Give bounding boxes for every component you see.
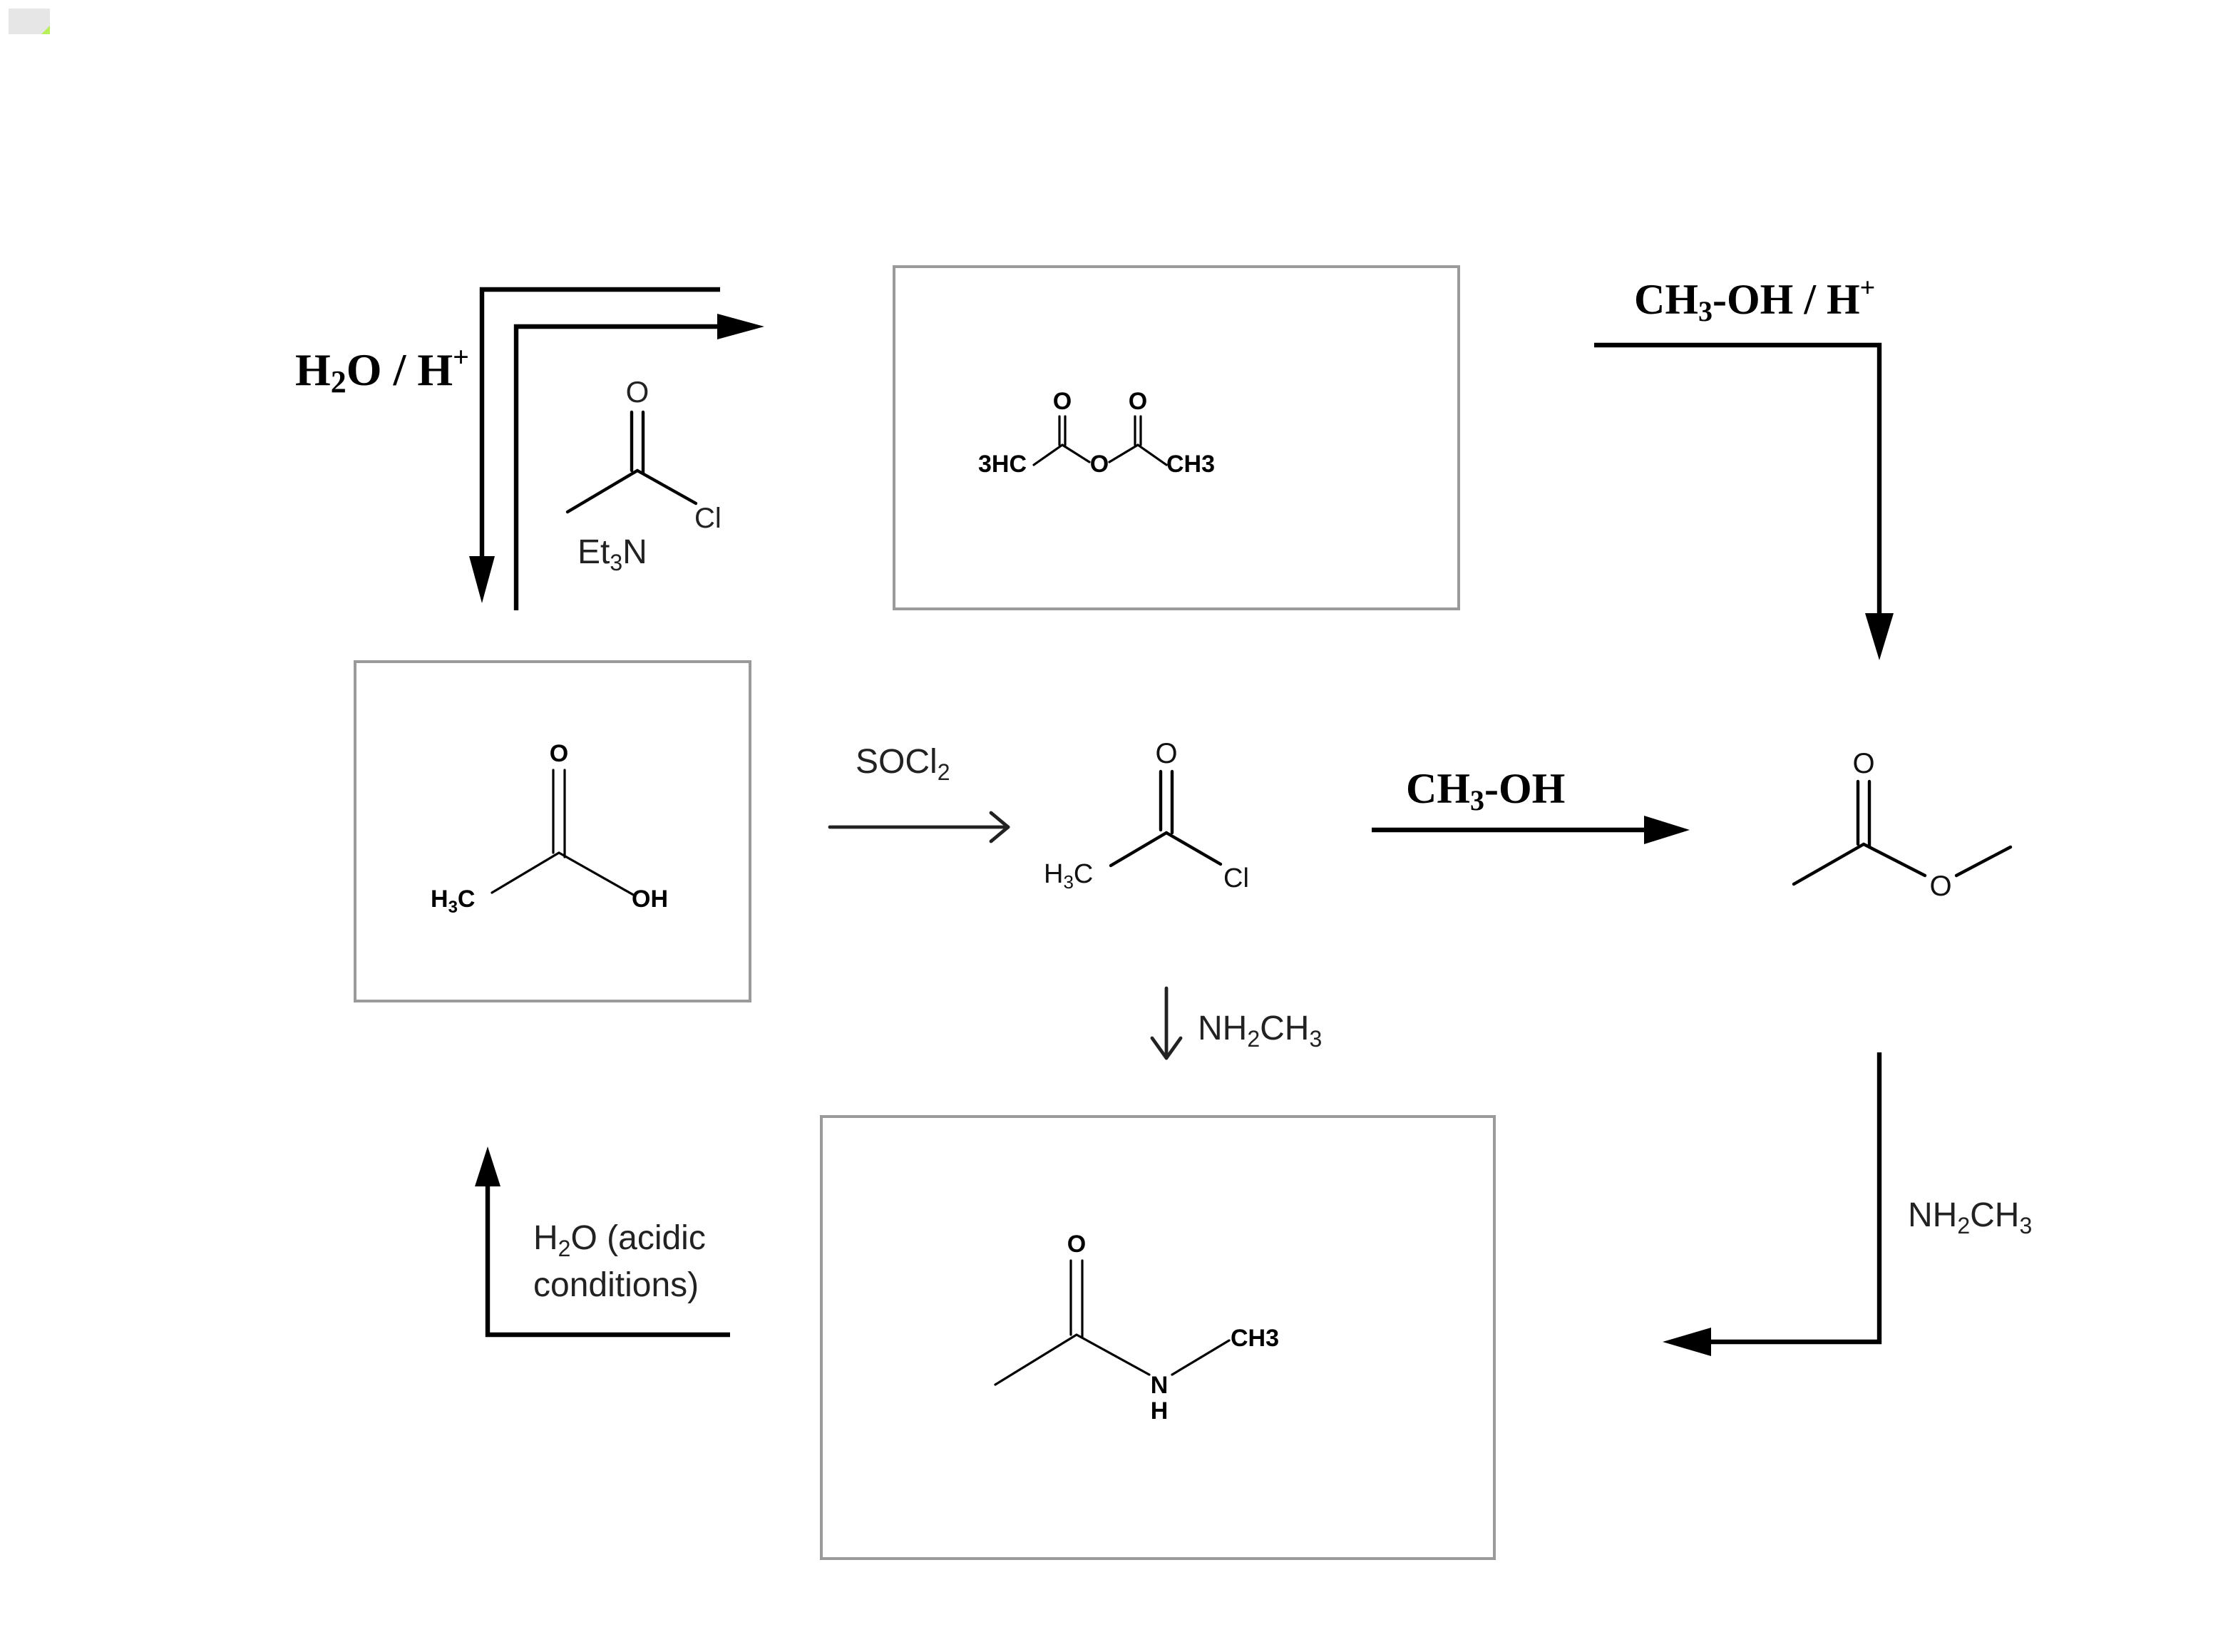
anhydride-bridge-o: O: [1090, 451, 1109, 478]
reagent-acyl-cl-label: Cl: [694, 503, 722, 534]
arrow-anhydride-to-ester: [1594, 342, 1894, 660]
anhydride-o2-label: O: [1129, 388, 1147, 415]
arrow-acyl-chloride-to-ester: [1372, 816, 1690, 844]
reagent-h2o-acidic-line2: conditions): [533, 1266, 699, 1304]
arrow-amide-to-acid: [475, 1146, 730, 1338]
reagent-ch3oh: CH3-OH: [1406, 765, 1565, 816]
amide-n-label: N: [1151, 1372, 1169, 1399]
reagent-socl2: SOCl2: [856, 743, 950, 785]
grid-box-n-methylacetamide: [820, 1115, 1496, 1560]
reagent-ch3oh-h-plus: CH3-OH / H+: [1634, 273, 1875, 327]
amide-methyl-label: CH3: [1231, 1325, 1279, 1352]
acetic-anhydride-structure: O O 3HC O CH3: [978, 388, 1215, 478]
acyl-chloride-o-label: O: [1155, 738, 1177, 769]
arrow-ester-to-amide: [1663, 1052, 1882, 1356]
reagent-acetyl-chloride-et3n: O Cl Et3N: [565, 375, 722, 575]
amide-o-label: O: [1067, 1231, 1086, 1258]
reagent-nh2ch3-center: NH2CH3: [1198, 1010, 1322, 1052]
ester-o-label: O: [1929, 871, 1951, 902]
reagent-h2o-acidic-line1: H2O (acidic: [533, 1219, 706, 1261]
anhydride-left-methyl: 3HC: [978, 451, 1027, 478]
acid-oh-label: OH: [632, 886, 668, 913]
methyl-acetate-structure: O O: [1792, 748, 2013, 902]
grid-box-acetic-anhydride: [893, 265, 1460, 610]
arrow-acyl-chloride-to-amide: [1150, 986, 1183, 1060]
thumbnail-icon: [9, 9, 50, 34]
acyl-chloride-methyl-label: H3C: [1044, 859, 1093, 893]
grid-border: [893, 265, 1460, 610]
reagent-h2o-h-plus: H2O / H+: [295, 341, 469, 399]
acyl-chloride-cl-label: Cl: [1223, 863, 1249, 893]
acetyl-chloride-structure: O H3C Cl: [1044, 738, 1249, 893]
anhydride-o1-label: O: [1053, 388, 1072, 415]
grid-border: [820, 1115, 1496, 1560]
acid-o-label: O: [550, 740, 568, 767]
reagent-acyl-o-label: O: [626, 375, 649, 409]
arrow-anhydride-to-acid: [469, 287, 720, 603]
acetic-acid-structure: O H3C OH: [431, 740, 668, 917]
ester-carbonyl-o-label: O: [1852, 748, 1874, 779]
reagent-h2o-acidic: H2O (acidic conditions): [533, 1219, 706, 1304]
arrow-acid-to-anhydride: [513, 314, 764, 610]
acid-methyl-label: H3C: [431, 886, 475, 917]
anhydride-right-methyl: CH3: [1166, 451, 1215, 478]
amide-h-label: H: [1151, 1397, 1169, 1425]
reagent-et3n-label: Et3N: [577, 533, 647, 575]
arrow-acid-to-acyl-chloride: [828, 811, 1010, 843]
n-methylacetamide-structure: O N H CH3: [994, 1231, 1279, 1425]
reagent-nh2ch3-right: NH2CH3: [1908, 1196, 2032, 1238]
